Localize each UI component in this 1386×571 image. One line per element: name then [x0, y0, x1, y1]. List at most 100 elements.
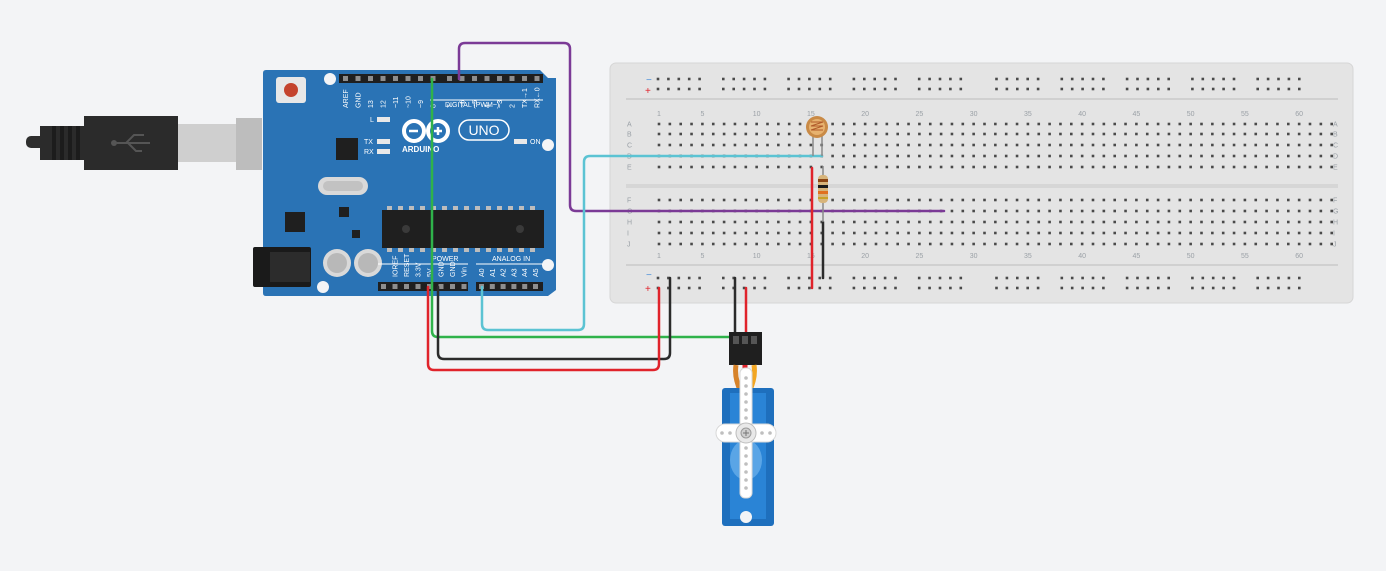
breadboard-hole[interactable] — [1080, 198, 1084, 202]
breadboard-hole[interactable] — [1254, 209, 1258, 213]
breadboard-hole[interactable] — [1135, 143, 1138, 147]
rail-hole[interactable] — [928, 87, 931, 91]
breadboard-hole[interactable] — [983, 122, 986, 126]
breadboard-hole[interactable] — [1211, 198, 1214, 202]
rail-hole[interactable] — [873, 286, 876, 290]
rail-hole[interactable] — [873, 276, 876, 280]
breadboard-hole[interactable] — [1113, 165, 1116, 169]
rail-hole[interactable] — [1201, 87, 1205, 91]
rail-hole[interactable] — [677, 87, 681, 91]
breadboard-hole[interactable] — [1113, 154, 1116, 158]
rail-hole[interactable] — [1091, 77, 1095, 81]
rail-hole[interactable] — [1102, 276, 1105, 280]
breadboard-hole[interactable] — [701, 220, 704, 224]
power-pin[interactable] — [392, 284, 398, 289]
breadboard-hole[interactable] — [1178, 231, 1182, 235]
breadboard-hole[interactable] — [1037, 143, 1041, 147]
breadboard-hole[interactable] — [777, 198, 780, 202]
breadboard-hole[interactable] — [1232, 122, 1236, 126]
rail-hole[interactable] — [1167, 87, 1170, 91]
breadboard-hole[interactable] — [1319, 220, 1323, 224]
rail-hole[interactable] — [763, 87, 767, 91]
breadboard-hole[interactable] — [1167, 231, 1171, 235]
breadboard-hole[interactable] — [1221, 132, 1225, 136]
breadboard-hole[interactable] — [950, 209, 954, 213]
breadboard-hole[interactable] — [1243, 209, 1247, 213]
breadboard-hole[interactable] — [983, 132, 986, 136]
breadboard-hole[interactable] — [1145, 143, 1149, 147]
breadboard-hole[interactable] — [1037, 122, 1041, 126]
rail-hole[interactable] — [1005, 77, 1009, 81]
breadboard-hole[interactable] — [1135, 242, 1138, 246]
breadboard-hole[interactable] — [1015, 154, 1019, 158]
breadboard-hole[interactable] — [722, 122, 726, 126]
breadboard-hole[interactable] — [1070, 209, 1073, 213]
breadboard-hole[interactable] — [1211, 154, 1214, 158]
breadboard-hole[interactable] — [1287, 143, 1290, 147]
rail-hole[interactable] — [1167, 77, 1170, 81]
rail-hole[interactable] — [928, 276, 931, 280]
breadboard-hole[interactable] — [766, 220, 769, 224]
rail-hole[interactable] — [1277, 87, 1280, 91]
breadboard-hole[interactable] — [1135, 231, 1138, 235]
rail-hole[interactable] — [1146, 77, 1150, 81]
breadboard-hole[interactable] — [1319, 154, 1323, 158]
breadboard-hole[interactable] — [1091, 132, 1095, 136]
breadboard-hole[interactable] — [1102, 122, 1106, 126]
breadboard-hole[interactable] — [842, 198, 845, 202]
rail-hole[interactable] — [1070, 87, 1074, 91]
breadboard-hole[interactable] — [1059, 220, 1062, 224]
breadboard-hole[interactable] — [896, 122, 899, 126]
breadboard-hole[interactable] — [1145, 122, 1149, 126]
rail-hole[interactable] — [938, 77, 942, 81]
breadboard-hole[interactable] — [853, 220, 856, 224]
breadboard-hole[interactable] — [1276, 122, 1279, 126]
breadboard-hole[interactable] — [1102, 220, 1106, 224]
breadboard-hole[interactable] — [1167, 242, 1171, 246]
breadboard-hole[interactable] — [874, 198, 878, 202]
breadboard-hole[interactable] — [896, 154, 899, 158]
breadboard-hole[interactable] — [733, 231, 737, 235]
breadboard-hole[interactable] — [690, 132, 693, 136]
breadboard-hole[interactable] — [777, 165, 780, 169]
breadboard-hole[interactable] — [657, 220, 661, 224]
breadboard-hole[interactable] — [1243, 132, 1247, 136]
usb-cable[interactable] — [26, 116, 262, 170]
breadboard-hole[interactable] — [1070, 231, 1073, 235]
rail-hole[interactable] — [1060, 87, 1064, 91]
breadboard-hole[interactable] — [918, 198, 921, 202]
breadboard-hole[interactable] — [918, 154, 921, 158]
breadboard-hole[interactable] — [701, 242, 704, 246]
breadboard-hole[interactable] — [1070, 154, 1073, 158]
breadboard-hole[interactable] — [711, 242, 715, 246]
rail-hole[interactable] — [1081, 77, 1084, 81]
breadboard-hole[interactable] — [1297, 220, 1301, 224]
breadboard-hole[interactable] — [1015, 231, 1019, 235]
breadboard-hole[interactable] — [711, 143, 715, 147]
breadboard-hole[interactable] — [1145, 132, 1149, 136]
breadboard-hole[interactable] — [1113, 231, 1116, 235]
rail-hole[interactable] — [1081, 87, 1084, 91]
breadboard-hole[interactable] — [853, 231, 856, 235]
breadboard-hole[interactable] — [994, 143, 997, 147]
breadboard-hole[interactable] — [1221, 165, 1225, 169]
breadboard-hole[interactable] — [939, 122, 943, 126]
breadboard-hole[interactable] — [1015, 132, 1019, 136]
rail-hole[interactable] — [742, 286, 746, 290]
breadboard-hole[interactable] — [1221, 122, 1225, 126]
breadboard-hole[interactable] — [1319, 242, 1323, 246]
rail-hole[interactable] — [959, 87, 963, 91]
breadboard-hole[interactable] — [1048, 122, 1051, 126]
breadboard-hole[interactable] — [1102, 132, 1106, 136]
breadboard-hole[interactable] — [679, 165, 682, 169]
breadboard-hole[interactable] — [1265, 143, 1268, 147]
breadboard-hole[interactable] — [831, 165, 834, 169]
breadboard-hole[interactable] — [1276, 220, 1279, 224]
breadboard-hole[interactable] — [1232, 165, 1236, 169]
breadboard-hole[interactable] — [668, 132, 672, 136]
breadboard-hole[interactable] — [1221, 143, 1225, 147]
breadboard-hole[interactable] — [1102, 154, 1106, 158]
rail-hole[interactable] — [894, 286, 897, 290]
breadboard-hole[interactable] — [1178, 122, 1182, 126]
breadboard-hole[interactable] — [1059, 198, 1062, 202]
